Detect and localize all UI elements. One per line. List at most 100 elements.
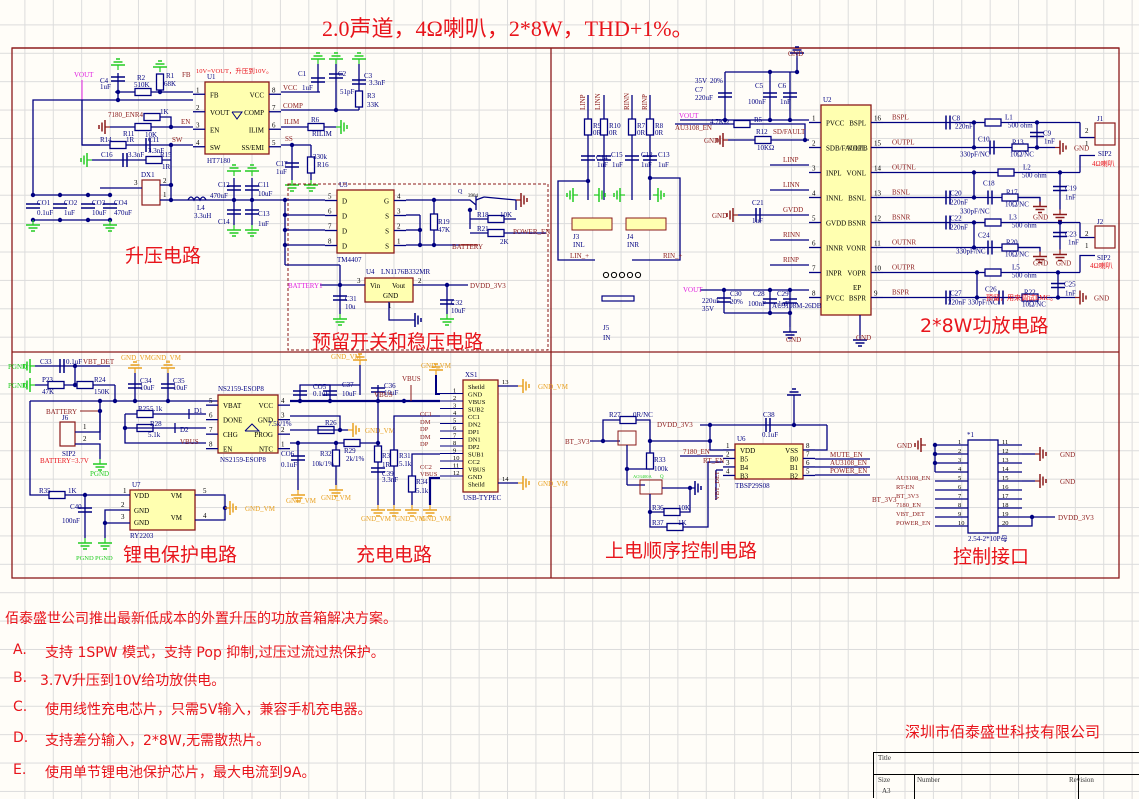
pin-name: BSNR [848,220,867,228]
pin-name: B3 [740,472,749,480]
pin-number: 6 [453,425,457,432]
net-pgnd: PGND [8,382,27,390]
value: 3.3nF [128,151,144,159]
value: 10k/1% [312,460,334,468]
revision-label: Revision [1069,776,1094,784]
value: 10uF [92,209,107,217]
resistor-symbol [984,118,1002,127]
value: 10u [345,303,356,311]
pin-number: 5 [328,193,332,201]
pin-number: 12 [874,215,882,223]
wire [483,196,517,201]
net-linn: LINN [783,181,800,189]
wire [460,199,477,206]
value: 1nF [778,300,789,308]
value: 35V [702,305,714,313]
resistor-symbol [134,122,152,132]
value: 7.5k/1% [268,420,292,428]
value: 10K [500,211,512,219]
pin-number: 3 [726,459,730,467]
value: 10Ω/NC [1005,251,1029,259]
net-gnd: GND [786,336,801,344]
nmos-q [639,479,663,495]
ref: J2 [1097,218,1104,226]
pin-number: 11 [1002,439,1008,446]
net-mute-en: MUTE_EN [830,451,863,459]
ic-ref: XS1 [465,371,478,379]
ref: R9 [593,122,602,130]
value: 10Ω/NC [1005,201,1029,209]
pin-name: SS/EMI [241,144,264,152]
pin-number: 8 [453,440,456,447]
ref: C25 [1064,281,1076,289]
value: 1uF [658,161,669,169]
pin-number: 1 [812,115,816,123]
junction-dot [85,217,91,223]
pin-number: 2 [83,435,87,443]
protect-ic-u7 [129,489,196,531]
resistor-symbol [48,490,66,500]
pin-number: 2 [281,426,285,434]
wire [290,415,341,430]
connector-j3 [571,217,613,231]
pin-name: VBAT [223,402,242,410]
section-title-amp: 2*8W功放电路 [920,315,1048,337]
wire [675,123,806,140]
pin-number: 7 [453,433,457,440]
ref: R12 [756,128,768,136]
value: 10Ω/NC [1022,301,1046,309]
pin-number: 4 [397,193,401,201]
resistor-symbol [76,380,94,390]
pin-number: 6 [209,412,213,420]
value: 1nF [1065,194,1076,202]
ref: R27 [609,411,621,419]
net-gnd-vm: GND_VM [421,362,452,370]
pin-name: B4 [740,464,749,472]
pin-name: BSPL [849,120,866,128]
junction-dot [401,398,407,404]
value: 5.1k [399,460,412,468]
usb-typec-xs1 [462,379,499,493]
pin-number: 1 [196,86,200,94]
pin-number: 2 [812,140,816,148]
net-vout: VOUT [74,71,94,79]
value: 1K [160,108,169,116]
section-title-switch-ldo: 预留开关和稳压电路 [312,331,483,353]
pin-number: 15 [1002,475,1009,482]
ref: CO6 [281,450,295,458]
ref: L3 [1009,214,1017,222]
pin-name: VBUS [468,467,486,474]
resistor-symbol [134,87,152,97]
net-outpl: OUTPL [892,139,915,147]
net-power-en: POWER_EN [830,467,867,475]
pin-number: 1 [958,439,961,446]
pin-name: G [384,198,389,206]
pin-number: 1 [163,191,167,199]
pin-number: 8 [812,290,816,298]
junction-dot [722,117,728,123]
pin-name: DONE [223,417,242,425]
wire [428,476,440,505]
pin-number: 2 [121,501,125,509]
ref: R30 [382,452,394,460]
ic-part: RY2203 [130,532,154,540]
ref: R19 [438,218,450,226]
ref: C33 [40,358,52,366]
value: 1nF [780,98,791,106]
value: 330pF/NC [956,248,986,256]
ref: D2 [180,426,189,434]
pin-name: GND [468,474,482,481]
pin-number: 10 [453,455,460,462]
value: 510K [134,81,150,89]
pin-name: S [385,213,389,221]
ref: R22 [1024,289,1036,297]
value: 220uF [695,94,713,102]
value: 10K [678,504,690,512]
pin-name: INNL [826,195,843,203]
pin-number: 1 [726,442,730,450]
pin-number: 3 [281,412,285,420]
ref: C9 [1043,130,1052,138]
section-title-boost: 升压电路 [125,245,201,267]
title-block: Title Size A3 Number Revision [873,752,1139,799]
net-outpr: OUTPR [892,264,915,272]
